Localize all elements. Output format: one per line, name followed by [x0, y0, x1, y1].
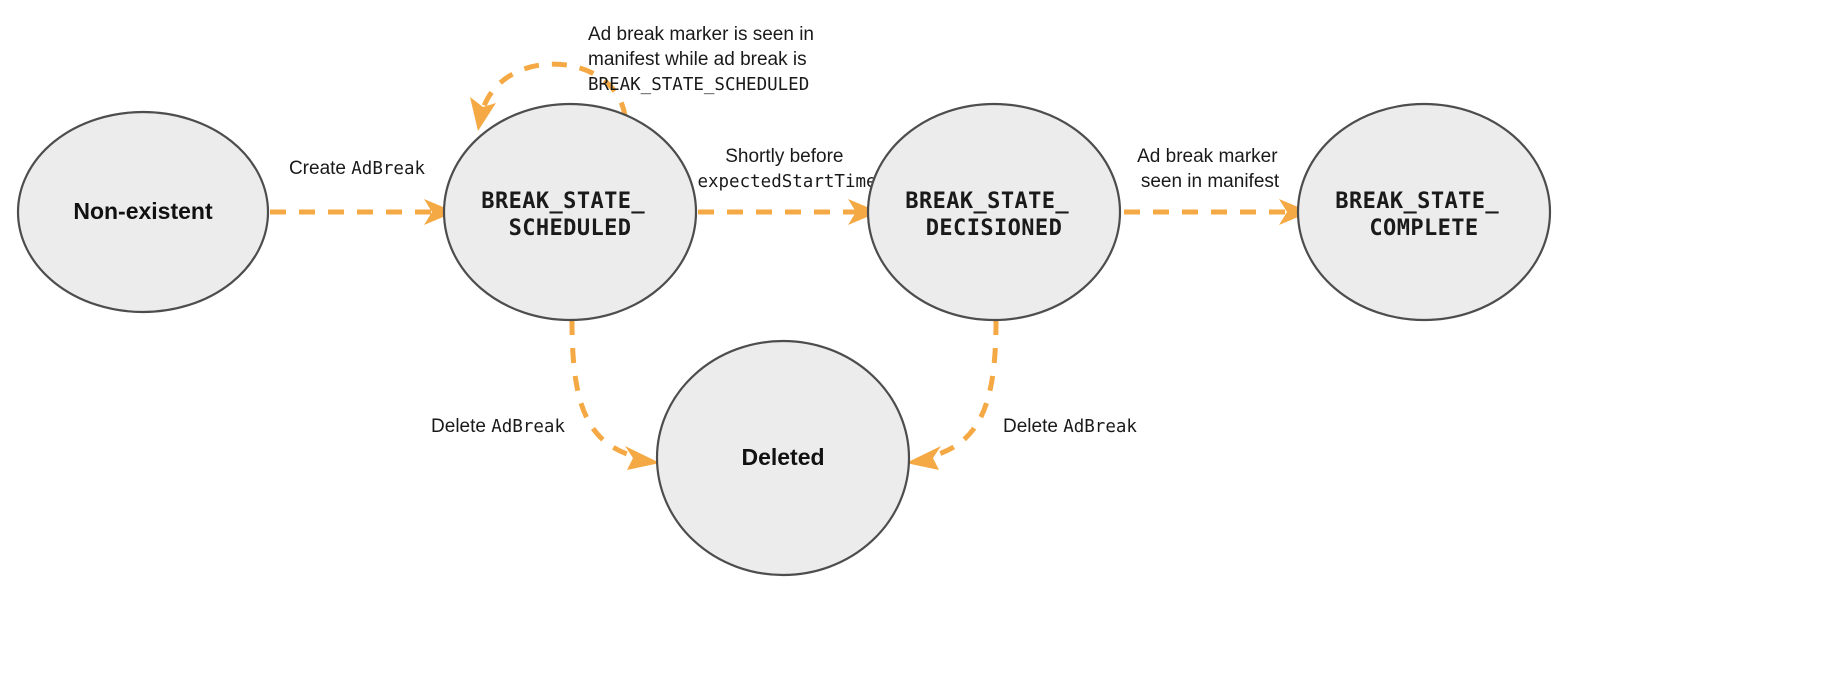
edge-self-loop-scheduled[interactable]: Ad break marker is seen in manifest whil…: [470, 24, 819, 131]
edge-scheduled-to-decisioned-arrowhead: [848, 199, 879, 225]
node-scheduled-line-2: SCHEDULED: [509, 216, 632, 241]
scheduled-decisioned-label-line-1: Shortly before: [725, 146, 843, 167]
edge-create-adbreak-label: Create AdBreak: [289, 158, 426, 179]
node-break-state-decisioned-shape: [866, 102, 1122, 322]
node-break-state-complete-label: BREAK_STATE_ COMPLETE: [1335, 189, 1512, 241]
scheduled-deleted-label-text: Delete: [431, 416, 491, 437]
node-break-state-scheduled[interactable]: BREAK_STATE_ SCHEDULED: [442, 102, 698, 322]
scheduled-deleted-label-mono: AdBreak: [491, 417, 565, 437]
node-decisioned-line-1: BREAK_STATE_: [905, 189, 1069, 214]
edge-scheduled-to-deleted-line: [569, 319, 631, 458]
node-scheduled-line-1: BREAK_STATE_: [481, 189, 645, 214]
edge-decisioned-to-complete-label: Ad break marker seen in manifest: [1137, 146, 1283, 192]
edge-decisioned-to-deleted-arrowhead: [906, 446, 941, 470]
node-deleted-shape: [655, 339, 911, 577]
node-complete-line-1: BREAK_STATE_: [1335, 189, 1499, 214]
edge-decisioned-to-deleted-label: Delete AdBreak: [1003, 416, 1137, 437]
node-break-state-scheduled-label: BREAK_STATE_ SCHEDULED: [481, 189, 658, 241]
node-deleted[interactable]: Deleted: [655, 339, 911, 577]
self-loop-label-line-3: BREAK_STATE_SCHEDULED: [588, 75, 809, 95]
decisioned-deleted-label-mono: AdBreak: [1063, 417, 1137, 437]
edge-decisioned-to-deleted-line: [935, 319, 999, 458]
decisioned-complete-label-line-1: Ad break marker: [1137, 146, 1278, 167]
edge-scheduled-to-deleted-arrowhead: [625, 446, 660, 470]
node-break-state-decisioned-label: BREAK_STATE_ DECISIONED: [905, 189, 1082, 241]
edge-scheduled-to-deleted[interactable]: Delete AdBreak: [431, 319, 660, 470]
node-break-state-complete-shape: [1296, 102, 1552, 322]
edge-decisioned-to-deleted[interactable]: Delete AdBreak: [906, 319, 1137, 470]
edge-self-loop-scheduled-arrowhead: [470, 97, 496, 131]
self-loop-label-line-1: Ad break marker is seen in: [588, 24, 814, 45]
edge-scheduled-to-decisioned[interactable]: Shortly before expectedStartTime: [697, 146, 879, 225]
edge-create-adbreak-arrowhead: [424, 199, 455, 225]
node-deleted-label: Deleted: [741, 444, 824, 470]
edge-label-part-text: Create: [289, 158, 351, 179]
node-break-state-decisioned[interactable]: BREAK_STATE_ DECISIONED: [866, 102, 1122, 322]
edge-create-adbreak[interactable]: Create AdBreak: [270, 158, 455, 225]
edge-scheduled-to-deleted-label: Delete AdBreak: [431, 416, 565, 437]
edge-self-loop-scheduled-label: Ad break marker is seen in manifest whil…: [588, 24, 819, 95]
edge-self-loop-scheduled-line: [480, 61, 628, 118]
node-break-state-complete[interactable]: BREAK_STATE_ COMPLETE: [1296, 102, 1552, 322]
node-decisioned-line-2: DECISIONED: [926, 216, 1062, 241]
node-break-state-scheduled-shape: [442, 102, 698, 322]
decisioned-complete-label-line-2: seen in manifest: [1141, 171, 1280, 192]
node-non-existent-label: Non-existent: [73, 198, 213, 224]
edge-scheduled-to-decisioned-label: Shortly before expectedStartTime: [697, 146, 876, 192]
node-complete-line-2: COMPLETE: [1369, 216, 1478, 241]
node-non-existent[interactable]: Non-existent: [16, 110, 270, 314]
decisioned-deleted-label-text: Delete: [1003, 416, 1063, 437]
scheduled-decisioned-label-line-2: expectedStartTime: [697, 172, 876, 192]
self-loop-label-line-2: manifest while ad break is: [588, 49, 807, 70]
node-non-existent-shape: [16, 110, 270, 314]
edge-label-part-mono: AdBreak: [351, 159, 425, 179]
edge-decisioned-to-complete[interactable]: Ad break marker seen in manifest: [1124, 146, 1310, 225]
edge-decisioned-to-complete-arrowhead: [1279, 199, 1310, 225]
